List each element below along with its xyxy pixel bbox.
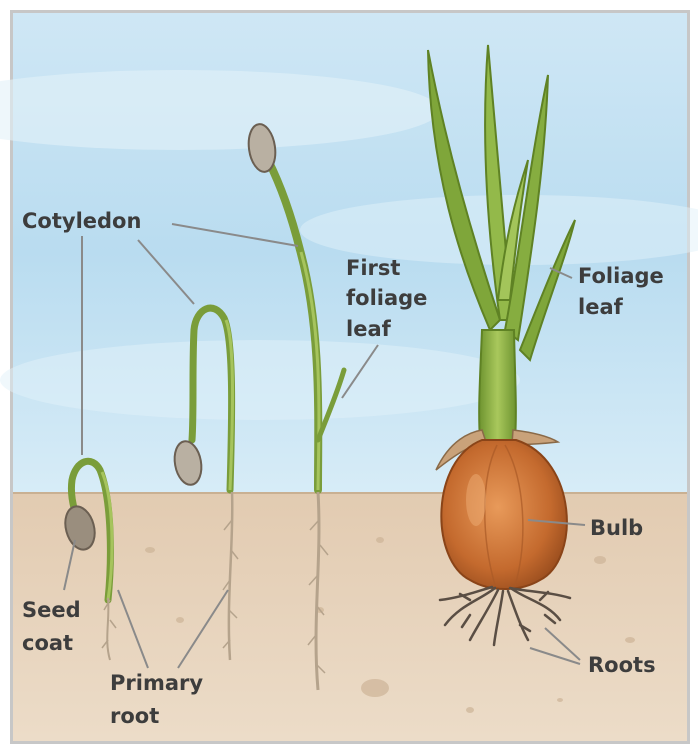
label-first-foliage-leaf-line-1: First xyxy=(346,256,400,280)
label-seed-coat-line-2: coat xyxy=(22,631,73,655)
label-first-foliage-leaf-line-2: foliage xyxy=(346,286,427,310)
label-foliage-leaf-line-1: Foliage xyxy=(578,264,664,288)
sky-haze xyxy=(0,340,520,420)
label-roots: Roots xyxy=(588,653,656,677)
label-seed-coat-line-1: Seed xyxy=(22,598,81,622)
label-primary-root-line-1: Primary xyxy=(110,671,203,695)
label-cotyledon: Cotyledon xyxy=(22,209,141,233)
label-bulb: Bulb xyxy=(590,516,643,540)
label-primary-root-line-2: root xyxy=(110,704,159,728)
label-foliage-leaf-line-2: leaf xyxy=(578,295,624,319)
label-first-foliage-leaf-line-3: leaf xyxy=(346,317,392,341)
